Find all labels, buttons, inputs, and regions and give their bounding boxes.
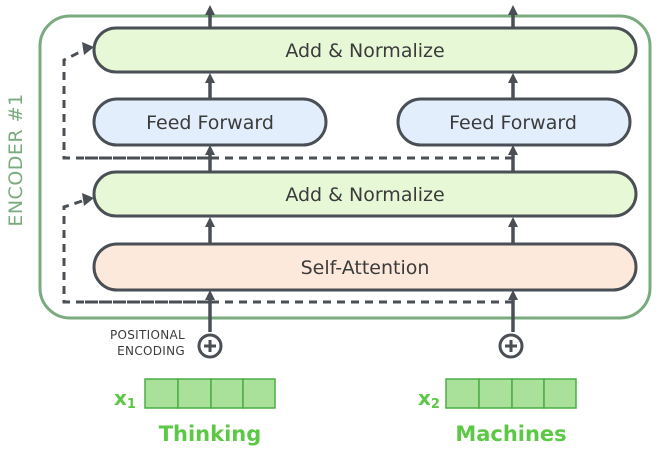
input-1-word: Thinking (159, 422, 262, 446)
input-1-subscript: 1 (127, 397, 136, 412)
plus-circle-right-icon (498, 333, 524, 359)
feed-forward-left-label: Feed Forward (146, 112, 274, 134)
input-2-subscript: 2 (431, 397, 440, 412)
residual-left-lower (62, 197, 210, 304)
input-2-symbol: x2 (418, 386, 440, 412)
input-1-vector (144, 378, 276, 409)
flow-arrows (205, 5, 518, 332)
self-attention-label: Self-Attention (301, 257, 430, 279)
self-attention-block (92, 242, 638, 292)
residual-arrow-lower-icon (82, 193, 94, 206)
input-2-cell (511, 378, 545, 409)
input-2-word: Machines (455, 422, 566, 446)
input-2-cell (478, 378, 513, 409)
add-normalize-top-block (92, 26, 638, 74)
input-1-x: x (114, 386, 127, 410)
feed-forward-right-block (396, 97, 632, 147)
encoder-label: ENCODER #1 (5, 93, 27, 226)
positional-encoding-line1: POSITIONAL (110, 328, 185, 342)
input-1-cell (242, 378, 276, 409)
add-normalize-bottom-block (92, 170, 638, 218)
feed-forward-right-label: Feed Forward (449, 112, 577, 134)
residual-arrow-upper-icon (82, 42, 94, 55)
input-2-cell (543, 378, 577, 409)
add-normalize-bottom-label: Add & Normalize (285, 184, 444, 206)
input-1-cell (177, 378, 212, 409)
input-1-cell (144, 378, 179, 409)
residual-connections (62, 46, 513, 304)
feed-forward-left-block (92, 97, 328, 147)
encoder-box (38, 14, 652, 320)
residual-left-upper (62, 46, 210, 160)
input-2-vector (445, 378, 577, 409)
positional-encoding-line2: ENCODING (117, 344, 185, 358)
plus-circle-left-icon (197, 333, 223, 359)
input-1-cell (210, 378, 244, 409)
input-1-symbol: x1 (114, 386, 136, 412)
input-2-x: x (418, 386, 431, 410)
add-normalize-top-label: Add & Normalize (285, 40, 444, 62)
input-2-cell (445, 378, 480, 409)
